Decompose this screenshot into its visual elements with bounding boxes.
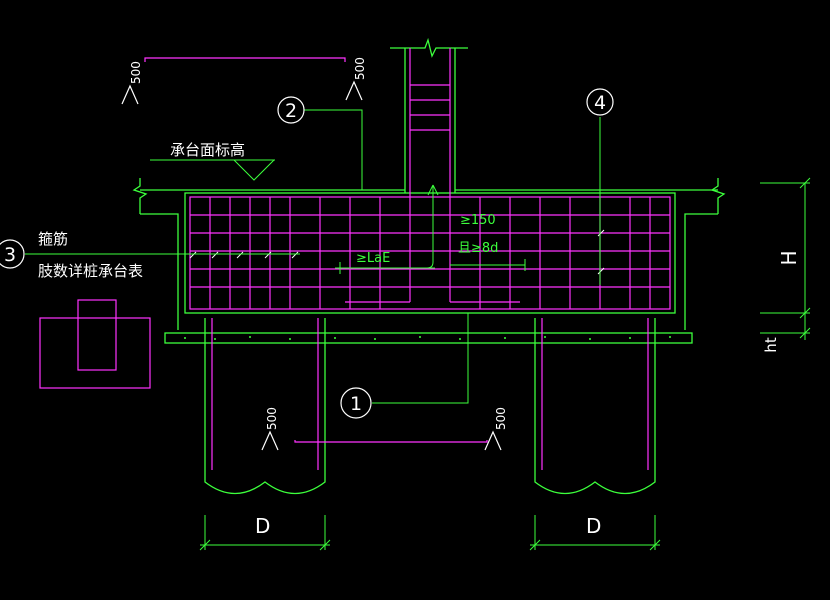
blinding-hatch xyxy=(184,336,671,340)
callout-circles xyxy=(0,88,614,419)
callout-4: 4 xyxy=(594,92,606,114)
section-mark-glyphs xyxy=(121,80,502,451)
see-pile-cap-table-label: 肢数详桩承台表 xyxy=(38,262,143,280)
section-mark-top-right: 500 xyxy=(353,57,367,80)
section-mark-top-left: 500 xyxy=(129,61,143,84)
dim-d-left: D xyxy=(255,514,270,538)
min-8d-label: 且≥8d xyxy=(458,241,498,256)
leaders xyxy=(25,109,811,551)
concrete-outline xyxy=(132,37,726,495)
dim-ht: ht xyxy=(762,337,780,353)
section-mark-bottom-right: 500 xyxy=(494,407,508,430)
anchorage-label: ≥LaE xyxy=(356,251,390,266)
callout-2: 2 xyxy=(285,100,297,122)
stirrup-label: 箍筋 xyxy=(38,230,68,248)
section-mark-bottom-left: 500 xyxy=(265,407,279,430)
dim-d-right: D xyxy=(586,514,601,538)
stirrup-ticks xyxy=(189,229,605,275)
callout-3: 3 xyxy=(4,244,16,266)
dim-h: H xyxy=(777,250,801,265)
min-150-label: ≥150 xyxy=(460,213,496,228)
callout-1: 1 xyxy=(350,393,362,415)
cap-top-elevation-label: 承台面标高 xyxy=(170,141,245,159)
